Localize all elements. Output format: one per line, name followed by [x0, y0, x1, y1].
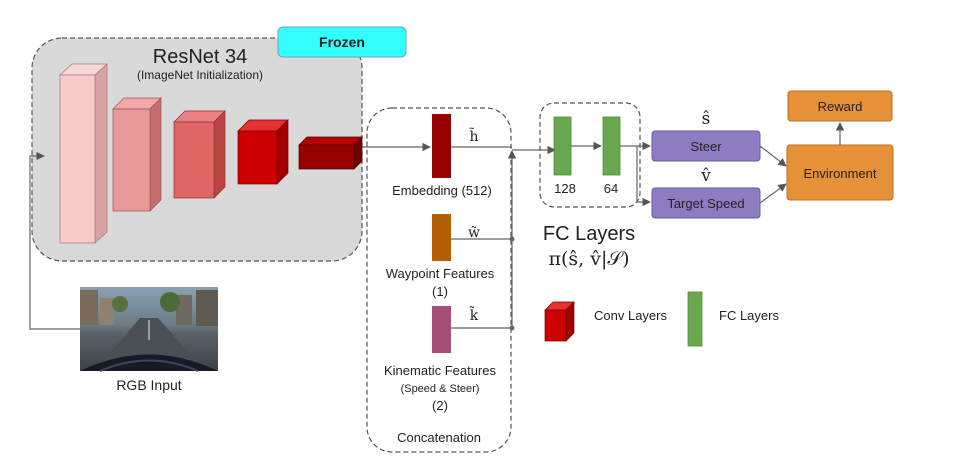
- fc-layer-64-bar: [602, 116, 621, 176]
- conv-block-3: [173, 110, 226, 199]
- frozen-badge: Frozen: [277, 26, 407, 58]
- waypoint-label: Waypoint Features: [386, 266, 495, 281]
- legend-conv-icon: [544, 301, 575, 342]
- kinematic-label: Kinematic Features: [384, 363, 496, 378]
- kinematic-symbol: k̃: [470, 305, 479, 324]
- frozen-label: Frozen: [319, 34, 365, 50]
- kinematic-count: (2): [432, 398, 448, 413]
- bus-junction-kinematic: [509, 325, 515, 331]
- waypoint-count: (1): [432, 284, 448, 299]
- reward-box: [787, 90, 893, 122]
- fc-to-heads-arrows: [620, 141, 651, 207]
- input-connector: [29, 151, 80, 330]
- fc-layer-128-size: 128: [554, 181, 576, 196]
- rgb-input-image: [80, 287, 218, 372]
- concatenation-label: Concatenation: [397, 430, 481, 445]
- kinematic-sublabel: (Speed & Steer): [401, 383, 480, 395]
- environment-label: Environment: [804, 166, 877, 181]
- bus-junction-waypoint: [509, 236, 515, 242]
- legend-fc-icon: [687, 291, 703, 347]
- legend-fc-label: FC Layers: [719, 308, 779, 323]
- target-speed-label: Target Speed: [667, 196, 744, 211]
- kinematic-bar: [432, 306, 451, 353]
- fc-group: [539, 102, 641, 208]
- fc-layer-128-bar: [553, 116, 572, 176]
- steer-label: Steer: [690, 139, 722, 154]
- policy-formula: π(ŝ, v̂|𝒮): [549, 248, 630, 270]
- backbone-title: ResNet 34: [153, 46, 248, 68]
- rgb-input-label: RGB Input: [116, 377, 181, 393]
- concatenation-group: Concatenation: [366, 107, 512, 453]
- backbone-subtitle: (ImageNet Initialization): [137, 68, 263, 82]
- conv-block-5: [298, 136, 363, 170]
- waypoint-bar: [432, 214, 451, 261]
- speed-symbol: v̂: [700, 166, 711, 186]
- embedding-label: Embedding (512): [392, 183, 492, 198]
- fc-layer-64-size: 64: [604, 181, 618, 196]
- conv-block-2: [112, 97, 162, 212]
- heads-to-environment-arrows: [759, 122, 845, 204]
- fc-layers-title: FC Layers: [543, 223, 635, 245]
- reward-label: Reward: [818, 99, 863, 114]
- embedding-symbol: h̃: [469, 127, 478, 145]
- embedding-bar: [432, 114, 451, 178]
- conv-block-1: [59, 63, 108, 244]
- waypoint-symbol: w̃: [468, 225, 480, 241]
- steer-symbol: ŝ: [702, 109, 711, 129]
- legend-conv-label: Conv Layers: [594, 308, 667, 323]
- conv-block-4: [237, 119, 289, 185]
